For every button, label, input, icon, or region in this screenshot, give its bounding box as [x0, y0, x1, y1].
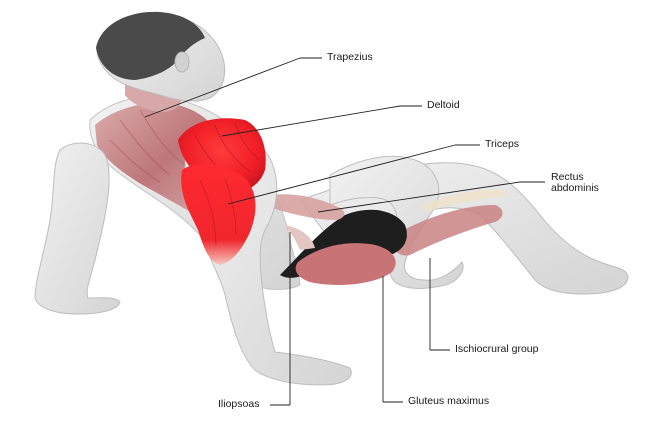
label-iliopsoas: Iliopsoas [218, 398, 260, 410]
gluteus-muscle [295, 243, 396, 285]
near-leg [329, 155, 464, 289]
leader-lines [144, 57, 545, 406]
far-arm [34, 142, 121, 315]
leader-trapezius [144, 57, 301, 118]
label-trapezius: Trapezius [327, 51, 373, 63]
ischiocrural-muscle [393, 205, 503, 256]
leader-triceps [227, 144, 456, 205]
label-gluteus-maximus: Gluteus maximus [408, 395, 490, 407]
leader-deltoid [221, 105, 401, 137]
hair [96, 11, 205, 80]
rectus-abdominis-muscle [270, 194, 345, 220]
label-triceps: Triceps [485, 138, 520, 150]
leader-rectus-abdominis [317, 181, 521, 213]
label-deltoid: Deltoid [427, 99, 460, 111]
label-rectus-abdominis: Rectus abdominis [551, 172, 599, 194]
label-rectus-line2: abdominis [551, 182, 599, 194]
label-rectus-line1: Rectus [551, 171, 584, 183]
triceps-muscle [181, 163, 256, 265]
label-ischiocrural-group: Ischiocrural group [455, 343, 539, 355]
ear [174, 51, 190, 73]
